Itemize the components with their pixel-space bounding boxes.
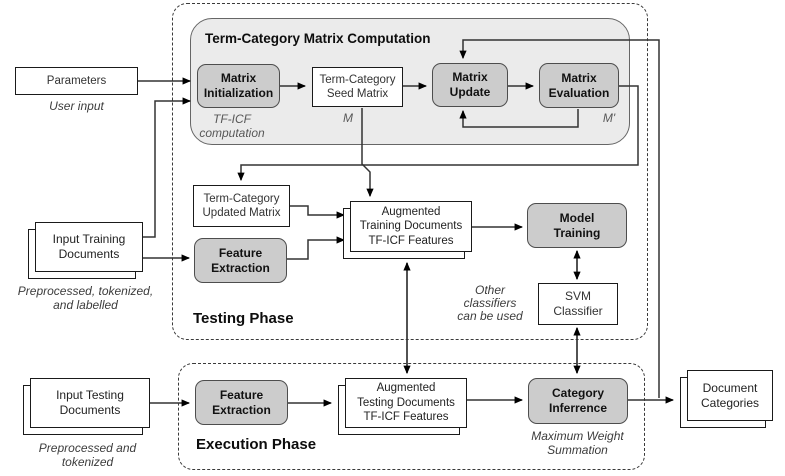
model-training-node: Model Training [527, 203, 627, 248]
matrix-evaluation-node: Matrix Evaluation [539, 63, 619, 108]
matrix-update-node: Matrix Update [432, 63, 508, 107]
stack-label: Augmented Testing Documents TF-ICF Featu… [345, 378, 467, 428]
testing-docs-annotation: Preprocessed and tokenized [38, 441, 137, 470]
user-input-annotation: User input [49, 99, 104, 113]
stack-label: Augmented Training Documents TF-ICF Feat… [350, 201, 472, 252]
m-prime-annotation: M' [602, 111, 616, 125]
seed-matrix-node: Term-Category Seed Matrix [312, 67, 403, 107]
matrix-initialization-node: Matrix Initialization [197, 64, 280, 108]
feature-extraction-testing-node: Feature Extraction [194, 238, 287, 283]
training-docs-annotation: Preprocessed, tokenized, and labelled [17, 284, 154, 313]
max-weight-annotation: Maximum Weight Summation [531, 429, 624, 458]
stack-label: Input Training Documents [35, 222, 143, 272]
stack-label: Input Testing Documents [30, 378, 150, 428]
input-training-documents-node: Input Training Documents [28, 222, 143, 279]
other-classifiers-annotation: Other classifiers can be used [457, 283, 523, 324]
updated-matrix-node: Term-Category Updated Matrix [193, 185, 290, 227]
stack-label: Document Categories [687, 370, 773, 421]
augmented-testing-documents-node: Augmented Testing Documents TF-ICF Featu… [338, 378, 467, 435]
augmented-training-documents-node: Augmented Training Documents TF-ICF Feat… [343, 201, 472, 259]
execution-phase-label: Execution Phase [196, 436, 317, 453]
m-annotation: M [343, 111, 353, 125]
testing-phase-label: Testing Phase [193, 310, 294, 327]
execution-phase-container [178, 363, 645, 470]
input-testing-documents-node: Input Testing Documents [23, 378, 150, 435]
document-categories-node: Document Categories [680, 370, 773, 428]
matrix-computation-title: Term-Category Matrix Computation [205, 31, 431, 46]
parameters-node: Parameters [15, 67, 138, 95]
category-inference-node: Category Inferrence [528, 378, 628, 424]
svm-classifier-node: SVM Classifier [538, 283, 618, 325]
tf-icf-annotation: TF-ICF computation [199, 112, 265, 141]
feature-extraction-execution-node: Feature Extraction [195, 380, 288, 425]
